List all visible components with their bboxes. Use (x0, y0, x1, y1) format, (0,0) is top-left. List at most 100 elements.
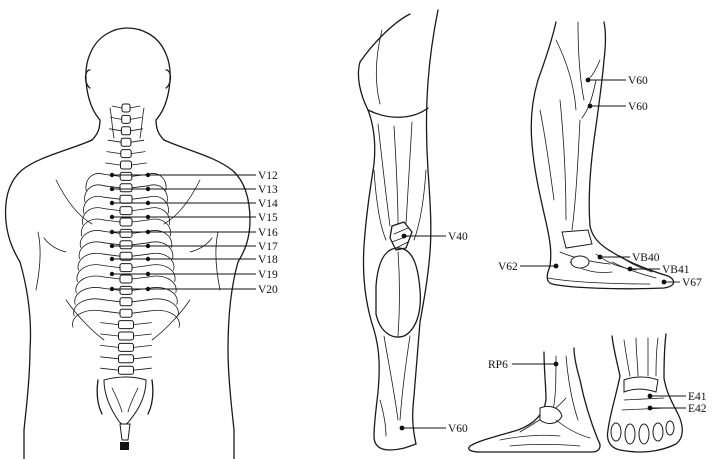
transverse-process (100, 322, 119, 325)
vertebra (119, 194, 133, 204)
rib (147, 275, 177, 294)
medial-foot-labels: RP6 (488, 359, 559, 371)
transverse-process (131, 196, 149, 200)
vertebra (119, 240, 133, 250)
transverse-process (103, 299, 121, 303)
transverse-process (130, 128, 143, 132)
transverse-process (103, 253, 121, 257)
vertebra (119, 171, 133, 181)
vertebra (120, 149, 132, 159)
transverse-process (103, 219, 121, 223)
back-labels: V12 V13 V14 V15 V16 V17 V18 V19 V20 (109, 170, 278, 296)
label-v60-lateral-2: V60 (628, 101, 648, 113)
rib (77, 252, 105, 271)
rib (147, 184, 168, 203)
rib (147, 287, 178, 305)
transverse-process (131, 253, 149, 257)
transverse-process (107, 139, 122, 143)
transverse-process (103, 310, 121, 314)
transverse-process (131, 265, 149, 268)
rib (147, 264, 176, 282)
label-e41: E41 (688, 391, 707, 403)
vertebra (118, 342, 134, 352)
transverse-process (109, 128, 122, 132)
vertebra (118, 320, 134, 330)
transverse-process (133, 367, 152, 371)
transverse-process (133, 322, 152, 325)
label-v40: V40 (448, 231, 468, 243)
label-e42: E42 (688, 403, 707, 415)
leader-v20 (109, 286, 256, 292)
transverse-process (105, 162, 121, 166)
leg-back-labels: V40 V60 (399, 231, 468, 435)
transverse-process (103, 265, 121, 268)
vertebra (119, 263, 133, 273)
label-vb40: VB40 (632, 252, 660, 264)
transverse-process (100, 333, 119, 337)
rib (147, 298, 179, 317)
rib (147, 173, 167, 191)
vertebra (119, 228, 133, 238)
transverse-process (103, 208, 121, 211)
transverse-process (131, 208, 149, 211)
label-v67: V67 (682, 277, 702, 289)
vertebra (120, 126, 132, 136)
transverse-process (131, 242, 149, 246)
rib (73, 298, 105, 317)
leader-v13 (109, 186, 256, 192)
lateral-leg-figure (530, 21, 675, 290)
leader-v12 (109, 172, 256, 178)
vertebra (120, 137, 132, 147)
label-vb41: VB41 (662, 264, 690, 276)
rib (82, 207, 105, 225)
spine (72, 103, 180, 450)
rib (83, 195, 105, 214)
leader-v15 (109, 214, 256, 220)
label-v62: V62 (498, 261, 518, 273)
vertebra (119, 274, 133, 284)
vertebra (119, 183, 133, 193)
label-v18: V18 (258, 254, 278, 266)
transverse-process (131, 276, 149, 280)
transverse-process (100, 345, 119, 348)
vertebra (119, 206, 133, 216)
label-v20: V20 (258, 284, 278, 296)
transverse-process (111, 105, 123, 109)
label-v14: V14 (258, 198, 278, 210)
rib (76, 264, 105, 282)
rib (84, 184, 105, 203)
label-v60-lateral-1: V60 (628, 75, 648, 87)
label-v19: V19 (258, 269, 278, 281)
transverse-process (131, 185, 149, 189)
vertebra (121, 103, 131, 113)
rib (147, 195, 169, 214)
transverse-process (110, 117, 123, 120)
transverse-process (131, 310, 149, 314)
label-v60-back: V60 (448, 423, 468, 435)
leader-v18 (109, 256, 256, 262)
dorsal-foot-labels: E41 E42 (647, 391, 707, 415)
transverse-process (103, 196, 121, 200)
leader-v16 (109, 229, 256, 235)
transverse-process (131, 219, 149, 223)
rib (75, 275, 105, 294)
label-v16: V16 (258, 227, 278, 239)
back-figure (4, 27, 251, 459)
rib (147, 207, 170, 225)
rib (72, 309, 105, 328)
vertebra (119, 217, 133, 227)
leader-v17 (109, 243, 256, 249)
rib (147, 252, 175, 271)
label-rp6: RP6 (488, 359, 508, 371)
label-v12: V12 (258, 170, 278, 182)
transverse-process (133, 345, 152, 348)
leg-back-figure (357, 9, 439, 451)
label-v13: V13 (258, 184, 278, 196)
transverse-process (129, 105, 141, 109)
transverse-process (130, 151, 146, 154)
transverse-process (103, 276, 121, 280)
vertebra (119, 308, 133, 318)
vertebra (118, 331, 134, 341)
label-v17: V17 (258, 241, 278, 253)
